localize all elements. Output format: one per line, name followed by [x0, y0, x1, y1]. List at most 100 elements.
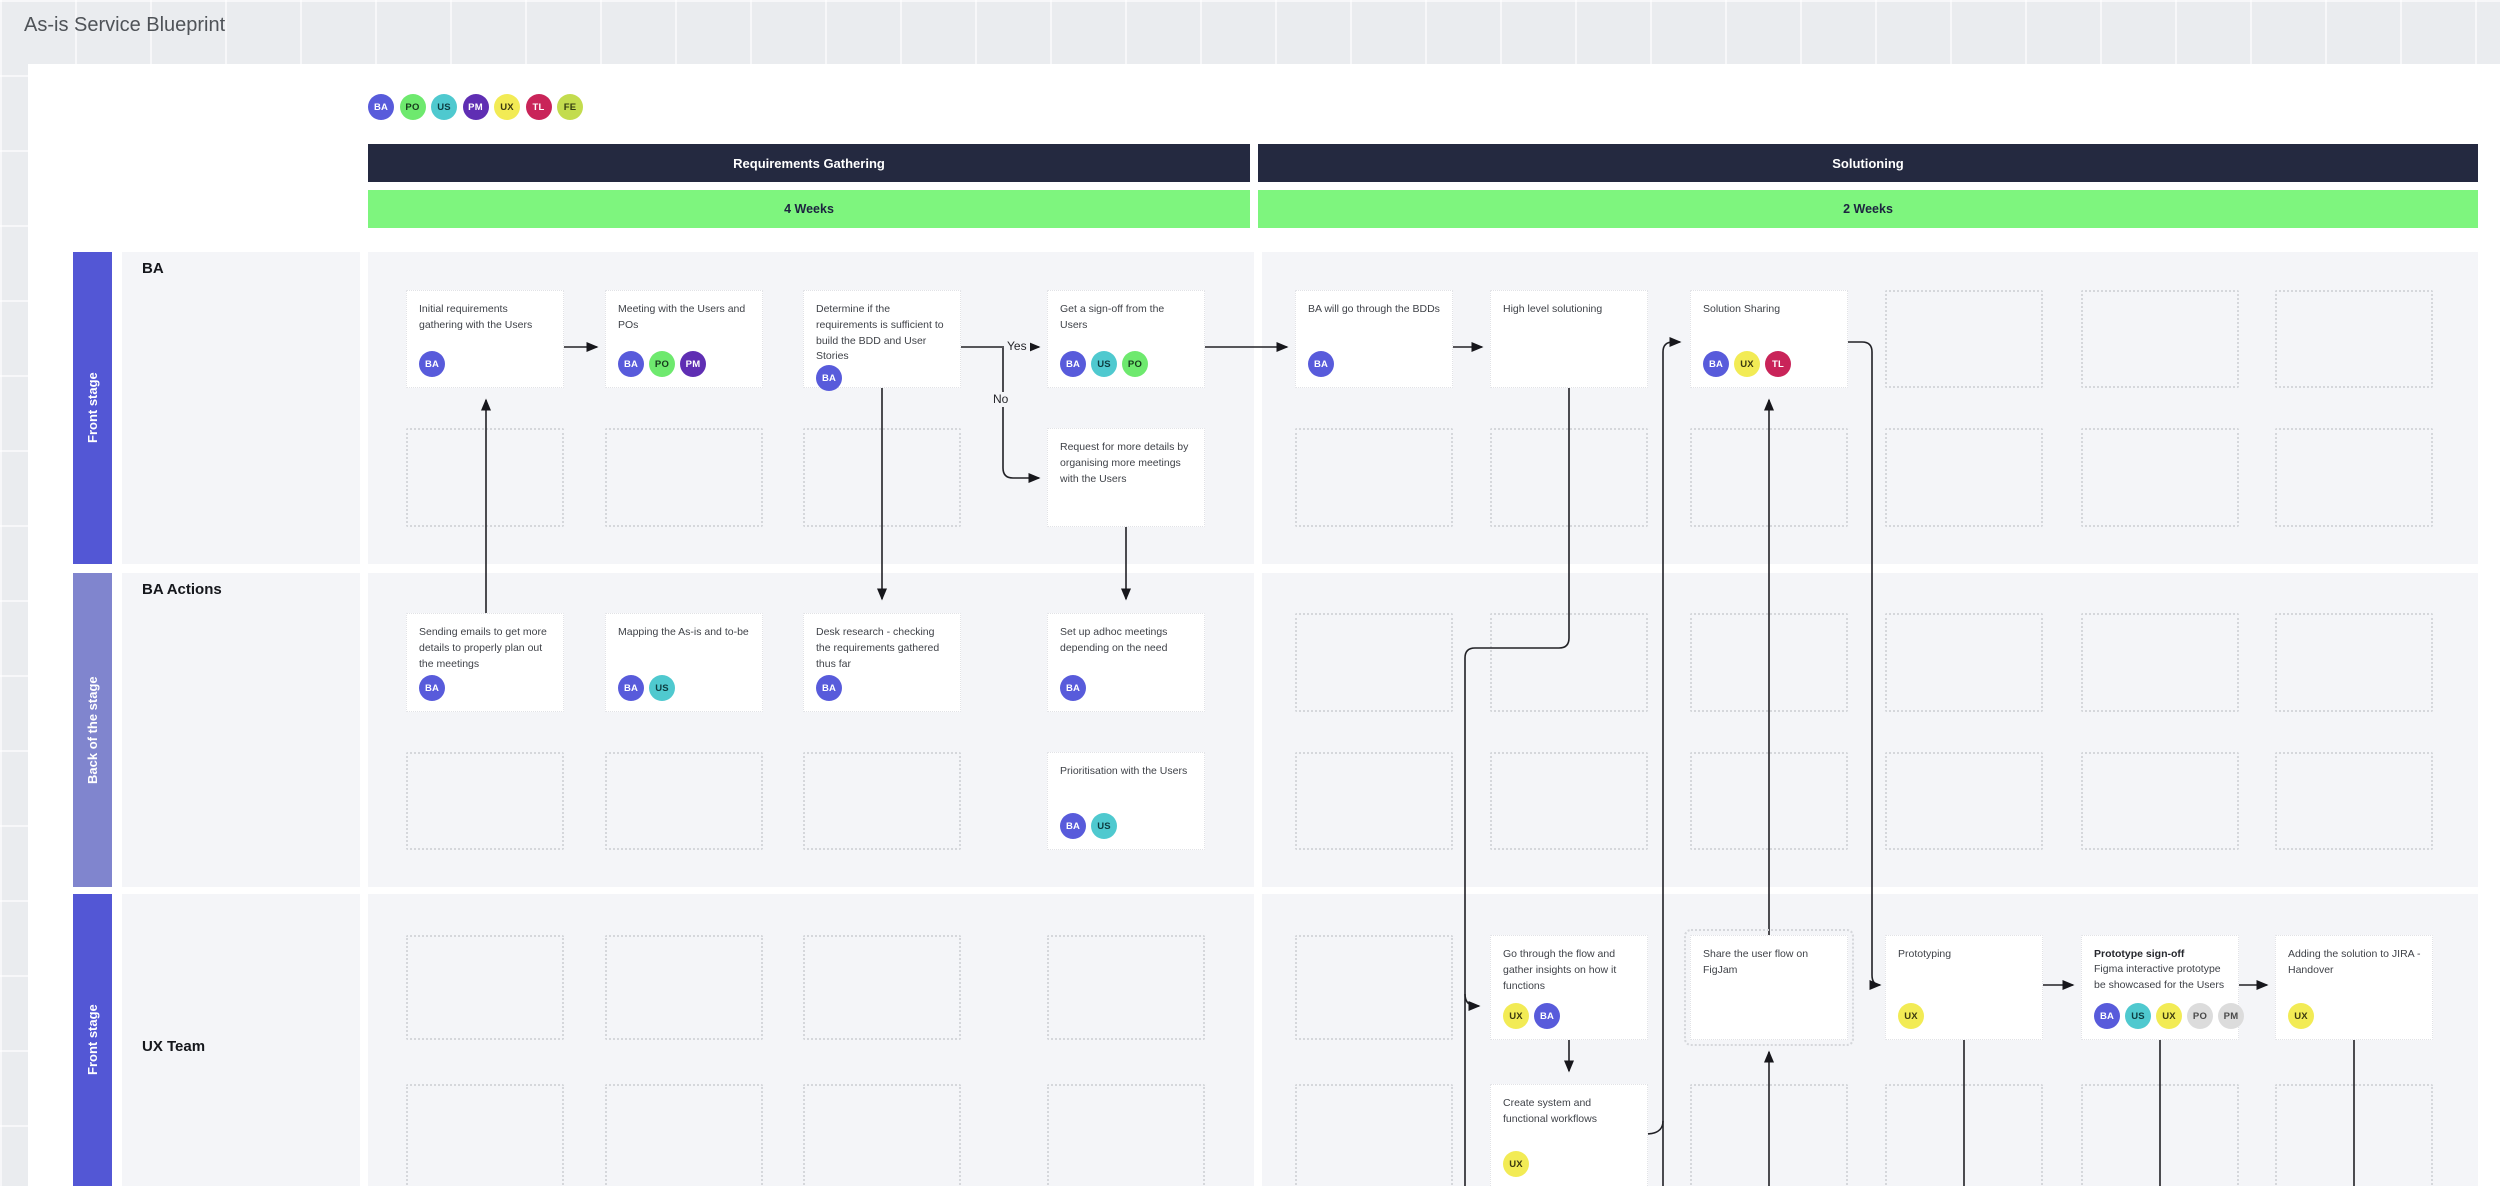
placeholder-r2a-col9[interactable]	[2081, 613, 2239, 712]
legend-chip-us[interactable]: US	[431, 94, 457, 120]
legend-chip-tl[interactable]: TL	[525, 94, 552, 120]
placeholder-r3a-col1[interactable]	[406, 935, 564, 1040]
placeholder-r1a-col9[interactable]	[2081, 290, 2239, 388]
legend-chip-ba[interactable]: BA	[368, 94, 394, 120]
card-text: Adding the solution to JIRA - Handover	[2288, 948, 2421, 976]
connector-create-to-solution-sharing[interactable]	[1662, 337, 1682, 1186]
connector-into-go-through[interactable]	[1464, 993, 1481, 1011]
role-chip-ux: UX	[1734, 351, 1760, 377]
placeholder-r2a-col8[interactable]	[1885, 613, 2043, 712]
phase-duration-requirements-gathering[interactable]: 4 Weeks	[368, 190, 1250, 228]
placeholder-r2a-col5[interactable]	[1295, 613, 1453, 712]
connector-create-hook[interactable]	[1645, 1120, 1664, 1135]
role-chip-ba: BA	[816, 365, 842, 391]
stage-bar-label: Back of the stage	[85, 676, 100, 784]
role-chip-ba: BA	[1060, 675, 1086, 701]
card-sending-emails[interactable]: Sending emails to get more details to pr…	[406, 613, 564, 712]
placeholder-r2a-col10[interactable]	[2275, 613, 2433, 712]
connector-label-no: No	[990, 392, 1012, 407]
phase-duration-solutioning[interactable]: 2 Weeks	[1258, 190, 2478, 228]
card-role-chips: UX	[1503, 1151, 1637, 1177]
card-determine-requirements[interactable]: Determine if the requirements is suffici…	[803, 290, 961, 391]
legend-chip-fe[interactable]: FE	[557, 94, 583, 120]
placeholder-r1a-col10[interactable]	[2275, 290, 2433, 388]
placeholder-r3a-col3[interactable]	[803, 935, 961, 1040]
placeholder-r3a-col5[interactable]	[1295, 935, 1453, 1040]
placeholder-r2b-col9[interactable]	[2081, 752, 2239, 850]
connector-determine-no[interactable]	[1002, 348, 1041, 483]
card-request-more-details[interactable]: Request for more details by organising m…	[1047, 428, 1205, 527]
card-text: Set up adhoc meetings depending on the n…	[1060, 626, 1168, 654]
role-chip-ux: UX	[1898, 1003, 1924, 1029]
placeholder-r2b-col5[interactable]	[1295, 752, 1453, 850]
card-text: Go through the flow and gather insights …	[1503, 948, 1617, 992]
lane-label-ba: BA	[142, 260, 164, 277]
stage-bar-front-stage-2[interactable]: Front stage	[73, 894, 112, 1186]
card-initial-requirements[interactable]: Initial requirements gathering with the …	[406, 290, 564, 388]
placeholder-r2b-col2[interactable]	[605, 752, 763, 850]
legend-chip-po[interactable]: PO	[399, 94, 426, 120]
role-chip-ba: BA	[419, 351, 445, 377]
placeholder-r3b-col2[interactable]	[605, 1084, 763, 1186]
phase-header-requirements-gathering[interactable]: Requirements Gathering	[368, 144, 1250, 182]
placeholder-r1b-col5[interactable]	[1295, 428, 1453, 527]
role-chip-ba: BA	[2094, 1003, 2120, 1029]
role-chip-ux: UX	[1503, 1003, 1529, 1029]
placeholder-r1b-col8[interactable]	[1885, 428, 2043, 527]
role-chip-ba: BA	[1534, 1003, 1560, 1029]
card-desk-research[interactable]: Desk research - checking the requirement…	[803, 613, 961, 712]
placeholder-r3b-col4[interactable]	[1047, 1084, 1205, 1186]
placeholder-r2b-col6[interactable]	[1490, 752, 1648, 850]
card-text: Request for more details by organising m…	[1060, 441, 1189, 485]
card-setup-adhoc-meetings[interactable]: Set up adhoc meetings depending on the n…	[1047, 613, 1205, 712]
legend-chip-pm[interactable]: PM	[462, 94, 489, 120]
placeholder-r1b-col1[interactable]	[406, 428, 564, 527]
stage-bar-label: Front stage	[85, 1004, 100, 1076]
placeholder-r1b-col10[interactable]	[2275, 428, 2433, 527]
placeholder-r1a-col8[interactable]	[1885, 290, 2043, 388]
phase-header-solutioning[interactable]: Solutioning	[1258, 144, 2478, 182]
card-role-chips: BA	[816, 675, 950, 701]
role-chip-tl: TL	[1765, 351, 1791, 377]
placeholder-r2b-col3[interactable]	[803, 752, 961, 850]
connector-sharing-to-prototyping[interactable]	[1848, 341, 1882, 990]
card-high-level-solutioning[interactable]: High level solutioning	[1490, 290, 1648, 388]
placeholder-r2b-col1[interactable]	[406, 752, 564, 850]
legend-chip-ux[interactable]: UX	[494, 94, 520, 120]
role-chip-ba: BA	[1060, 351, 1086, 377]
placeholder-r3a-col4[interactable]	[1047, 935, 1205, 1040]
placeholder-r1b-col2[interactable]	[605, 428, 763, 527]
duration-label: 4 Weeks	[784, 202, 834, 216]
placeholder-r2b-col10[interactable]	[2275, 752, 2433, 850]
card-go-through-flow[interactable]: Go through the flow and gather insights …	[1490, 935, 1648, 1040]
stage-bar-back-of-stage[interactable]: Back of the stage	[73, 573, 112, 887]
role-chip-ba: BA	[1308, 351, 1334, 377]
placeholder-r3b-col3[interactable]	[803, 1084, 961, 1186]
stage-bar-front-stage-1[interactable]: Front stage	[73, 252, 112, 564]
card-text: Prioritisation with the Users	[1060, 765, 1188, 777]
role-chip-po: PO	[2187, 1003, 2213, 1029]
connector-highlevel-down[interactable]	[1464, 388, 1570, 1186]
card-role-chips: BA	[419, 351, 553, 377]
placeholder-r1b-col9[interactable]	[2081, 428, 2239, 527]
placeholder-r3b-col5[interactable]	[1295, 1084, 1453, 1186]
placeholder-r3b-col1[interactable]	[406, 1084, 564, 1186]
card-role-chips: UX	[1898, 1003, 2032, 1029]
card-share-user-flow[interactable]: Share the user flow on FigJam	[1684, 929, 1854, 1046]
placeholder-r3a-col2[interactable]	[605, 935, 763, 1040]
card-text: Prototyping	[1898, 948, 1952, 960]
placeholder-r2b-col8[interactable]	[1885, 752, 2043, 850]
